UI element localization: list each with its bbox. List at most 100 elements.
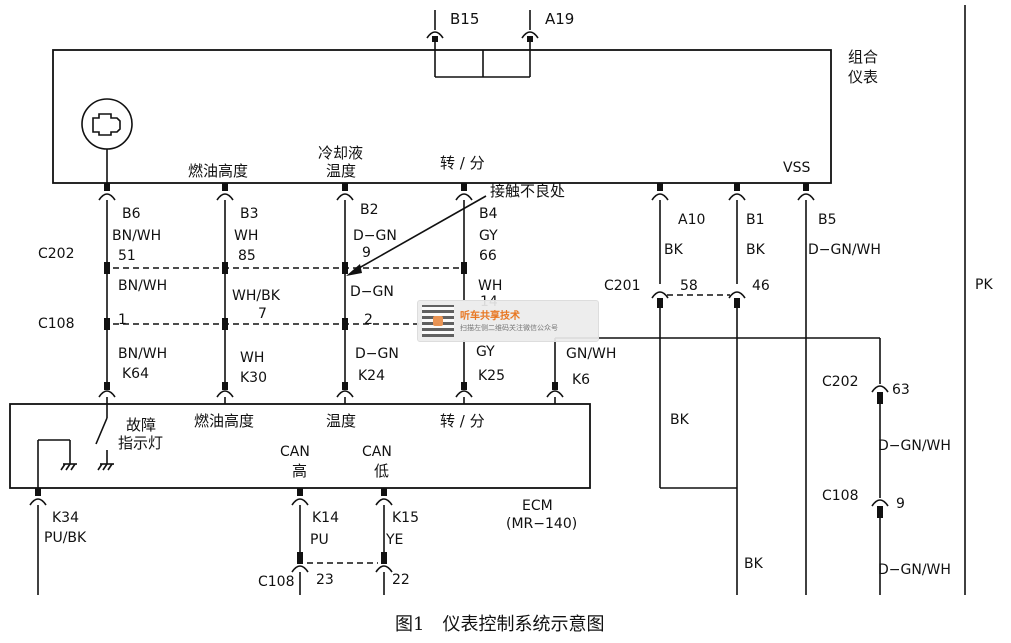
wire-k30-color: WH: [240, 350, 264, 366]
pin-k15-wire: YE: [385, 532, 403, 548]
pin-k34: K34: [52, 510, 79, 526]
wire-c202-4: WH: [478, 278, 502, 294]
wire-bk-bottom: BK: [744, 556, 764, 572]
cluster-fuel-label: 燃油高度: [188, 162, 248, 180]
ecm-fault-label-1: 故障: [126, 416, 156, 434]
figure-caption: 图1 仪表控制系统示意图: [395, 614, 604, 635]
ecm-can-lo-1: CAN: [362, 444, 392, 460]
cluster-vss-label: VSS: [783, 160, 810, 176]
instrument-cluster-box: [52, 49, 832, 184]
c108-pin23: 23: [316, 572, 334, 588]
pin-b6-label: B6: [122, 206, 141, 222]
pin-k15: K15: [392, 510, 419, 526]
ecm-model: (MR−140): [506, 516, 577, 532]
c108-pin22: 22: [392, 572, 410, 588]
cluster-name-line1: 组合: [848, 48, 878, 66]
wire-k34: [29, 488, 47, 595]
wire-column-2: [216, 183, 234, 404]
pin-b4-wire: GY: [479, 228, 498, 244]
c201-pin2: 46: [752, 278, 770, 294]
fault-arrow: [346, 195, 487, 276]
pin-b1-label: B1: [746, 212, 765, 228]
c108-pin1: 1: [118, 312, 127, 328]
pin-b6-wire: BN/WH: [112, 228, 161, 244]
ecm-temp-label: 温度: [326, 412, 356, 430]
pin-k6: K6: [572, 372, 590, 388]
wire-column-b1: [728, 183, 746, 595]
c108-pin3: 2: [364, 312, 373, 328]
watermark-subtitle: 扫描左侧二维码关注微信公众号: [460, 323, 558, 332]
qr-code-icon: [422, 305, 454, 337]
wire-c202-3: D−GN: [350, 284, 394, 300]
pin-b3-num: 85: [238, 248, 256, 264]
c108-right-label: C108: [822, 488, 859, 504]
pin-b4-num: 66: [479, 248, 497, 264]
wire-k14: [291, 488, 309, 595]
watermark-text: 听车共享技术 扫描左侧二维码关注微信公众号: [460, 310, 558, 333]
c108-right-pin: 9: [896, 496, 905, 512]
fault-switch: [95, 404, 114, 471]
c202-label: C202: [38, 246, 75, 262]
ecm-fuel-label: 燃油高度: [194, 412, 254, 430]
pin-k30: K30: [240, 370, 267, 386]
wire-column-a10: [651, 183, 737, 489]
wire-c202-2: WH/BK: [232, 288, 281, 304]
pin-k14-wire: PU: [310, 532, 329, 548]
wire-k15: [375, 488, 393, 595]
wire-right-1: D−GN/WH: [878, 438, 951, 454]
wire-k6: [546, 337, 880, 404]
c201-label: C201: [604, 278, 641, 294]
c108-pin2: 7: [258, 306, 267, 322]
top-feed-b15: B15: [426, 10, 479, 77]
pin-b1-wire: BK: [746, 242, 766, 258]
pin-b2-num: 9: [362, 245, 371, 261]
c108-label: C108: [38, 316, 75, 332]
cluster-coolant-label-2: 温度: [326, 162, 356, 180]
pin-k14: K14: [312, 510, 339, 526]
cluster-rpm-label: 转 / 分: [440, 154, 485, 172]
wire-right-dgnwh: [871, 338, 889, 595]
pin-b6-num: 51: [118, 248, 136, 264]
wire-right-2: D−GN/WH: [878, 562, 951, 578]
ecm-can-lo-2: 低: [374, 462, 389, 480]
ecm-fault-label-2: 指示灯: [118, 434, 163, 452]
ecm-name: ECM: [522, 498, 553, 514]
pin-b15-label: B15: [450, 10, 479, 28]
pin-a10-wire: BK: [664, 242, 684, 258]
wire-k25-color: GY: [476, 344, 495, 360]
pin-b3-wire: WH: [234, 228, 258, 244]
check-engine-lamp-icon: [81, 98, 133, 183]
wire-k24-color: D−GN: [355, 346, 399, 362]
ecm-rpm-label: 转 / 分: [440, 412, 485, 430]
cluster-coolant-label-1: 冷却液: [318, 144, 363, 162]
wire-bk-mid: BK: [670, 412, 690, 428]
ecm-can-hi-1: CAN: [280, 444, 310, 460]
cluster-name-line2: 仪表: [848, 68, 878, 86]
pin-b5-label: B5: [818, 212, 837, 228]
pin-a19-label: A19: [545, 10, 574, 28]
watermark: 听车共享技术 扫描左侧二维码关注微信公众号: [417, 300, 599, 342]
fault-annotation: 接触不良处: [490, 182, 565, 200]
pin-b2-wire: D−GN: [353, 228, 397, 244]
wire-c202-1: BN/WH: [118, 278, 167, 294]
wire-k6-color: GN/WH: [566, 346, 616, 362]
wire-column-1: [98, 183, 116, 404]
wire-pk-label: PK: [975, 277, 993, 293]
pin-k34-wire: PU/BK: [44, 530, 87, 546]
wire-column-4: [455, 183, 473, 404]
pin-b4-label: B4: [479, 206, 498, 222]
pin-b5-wire: D−GN/WH: [808, 242, 881, 258]
wire-k64-color: BN/WH: [118, 346, 167, 362]
pin-b3-label: B3: [240, 206, 259, 222]
ecm-can-hi-2: 高: [292, 462, 307, 480]
c108-bottom-label: C108: [258, 574, 295, 590]
pin-k24: K24: [358, 368, 385, 384]
ground-symbol: [37, 439, 77, 488]
pin-b2-label: B2: [360, 202, 379, 218]
watermark-title: 听车共享技术: [460, 310, 520, 322]
wire-column-b5: [797, 183, 815, 595]
pin-a10-label: A10: [678, 212, 705, 228]
c201-pin1: 58: [680, 278, 698, 294]
